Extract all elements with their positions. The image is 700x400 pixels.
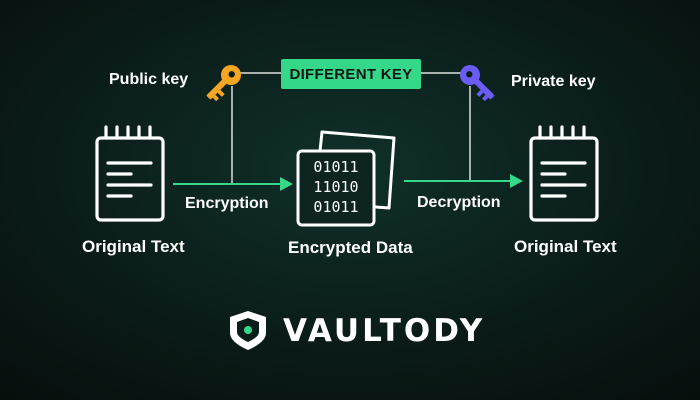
brand-wordmark: VAULTODY: [283, 313, 486, 349]
binary-document-icon: 01011 11010 01011: [296, 130, 396, 227]
key-connector-lines: [231, 72, 471, 184]
encryption-arrow: [173, 177, 293, 191]
public-key-icon: [206, 65, 241, 102]
binary-line: 01011: [313, 158, 358, 176]
private-key-icon: [460, 65, 495, 102]
private-key-label: Private key: [511, 73, 596, 90]
encryption-label: Encryption: [185, 195, 269, 212]
binary-line: 01011: [313, 198, 358, 216]
decryption-label: Decryption: [417, 194, 501, 211]
notepad-icon-right: [529, 125, 599, 222]
public-key-label: Public key: [109, 71, 189, 88]
encrypted-data-label: Encrypted Data: [288, 238, 413, 257]
decryption-arrow: [404, 174, 523, 188]
notepad-icon-left: [95, 125, 165, 222]
original-text-label-left: Original Text: [82, 237, 185, 256]
different-key-badge: DIFFERENT KEY: [281, 59, 421, 89]
original-text-label-right: Original Text: [514, 237, 617, 256]
shield-logo-icon: [230, 311, 266, 350]
binary-line: 11010: [313, 178, 358, 196]
